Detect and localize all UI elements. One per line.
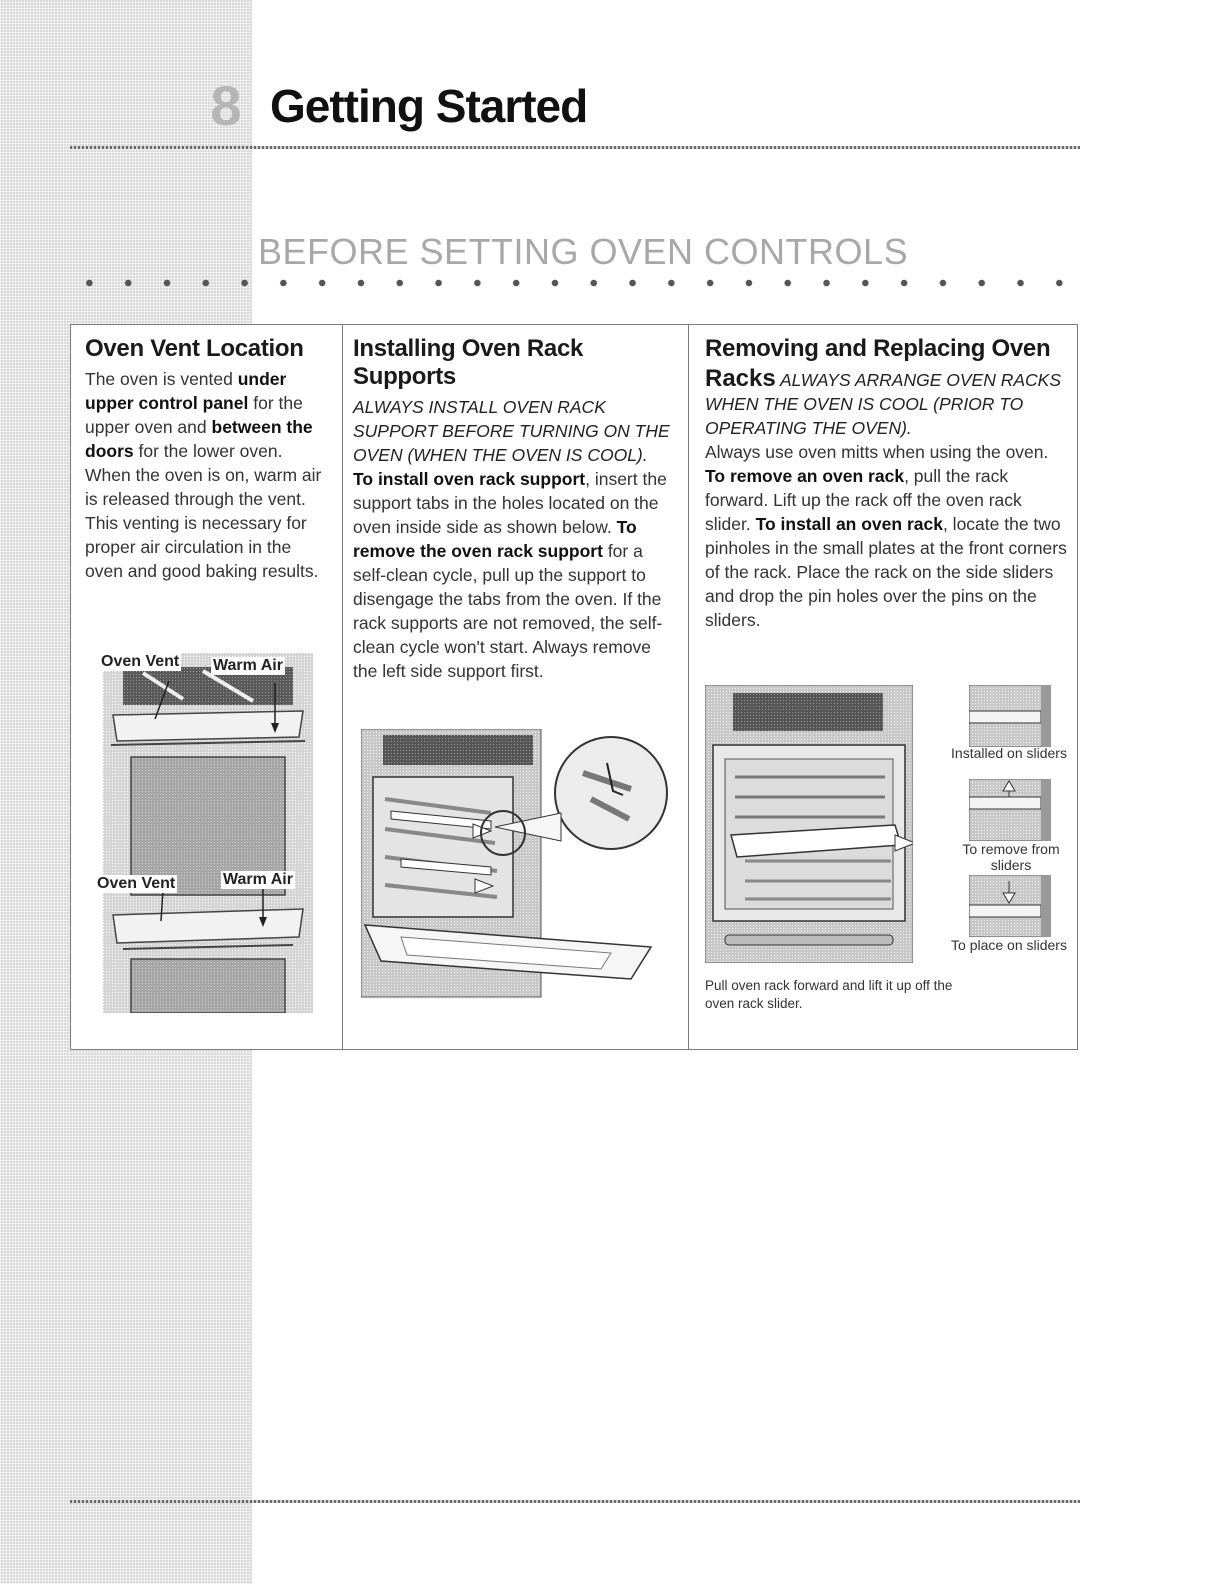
caption-pull-rack-forward: Pull oven rack forward and lift it up of… <box>705 978 953 1011</box>
oven-vent-location-text: The oven is vented under upper control p… <box>85 367 328 583</box>
label-warm-air-bottom: Warm Air <box>221 871 295 889</box>
rack-removal-illustration <box>704 684 917 964</box>
text-segment: for a self-clean cycle, pull up the supp… <box>353 541 663 681</box>
section-heading: BEFORE SETTING OVEN CONTROLS <box>258 231 909 272</box>
column-installing-rack-supports: Installing Oven Rack Supports ALWAYS INS… <box>343 325 689 1049</box>
racks-warning: Racks ALWAYS ARRANGE OVEN RACKS WHEN THE… <box>705 367 1069 440</box>
emphasis-segment: between the doors <box>85 417 313 461</box>
text-segment: for the lower oven. When the oven is on,… <box>85 441 322 581</box>
footer-rule <box>70 1500 1080 1503</box>
dotted-divider <box>70 278 1080 288</box>
oven-mitts-text: Always use oven mitts when using the ove… <box>705 442 1049 462</box>
racks-instructions-text: To remove an oven rack, pull the rack fo… <box>705 464 1069 632</box>
installed-on-sliders-illustration <box>968 684 1052 748</box>
text-segment: , locate the two pinholes in the small p… <box>705 514 1067 630</box>
installing-rack-supports-title: Installing Oven Rack Supports <box>353 335 584 390</box>
rack-support-illustration <box>360 728 668 998</box>
oven-vent-location-title: Oven Vent Location <box>85 335 304 362</box>
text-segment: , insert the support tabs in the holes l… <box>353 469 667 537</box>
emphasis-segment: To remove an oven rack <box>705 466 905 486</box>
page-number: 8 <box>210 74 242 137</box>
rack-support-text: To install oven rack support, insert the… <box>353 467 678 683</box>
installed-on-sliders-figure <box>968 684 1052 748</box>
oven-vent-illustration <box>103 653 313 1014</box>
place-on-sliders-illustration <box>968 874 1052 938</box>
emphasis-segment: To remove the oven rack support <box>353 517 637 561</box>
caption-remove-from-sliders: To remove from sliders <box>962 841 1060 873</box>
remove-from-sliders-figure <box>968 778 1052 842</box>
removing-racks-title-line2: Racks <box>705 365 776 392</box>
caption-installed-on-sliders: Installed on sliders <box>951 745 1067 761</box>
remove-from-sliders-illustration <box>968 778 1052 842</box>
rack-support-warning: ALWAYS INSTALL OVEN RACK SUPPORT BEFORE … <box>353 397 670 465</box>
text-segment: , pull the rack forward. Lift up the rac… <box>705 466 1022 534</box>
label-oven-vent-top: Oven Vent <box>99 653 182 671</box>
caption-place-on-sliders: To place on sliders <box>951 937 1067 953</box>
header-rule <box>70 146 1080 149</box>
removing-racks-title-line1: Removing and Replacing Oven <box>705 335 1051 362</box>
racks-warning-text: ALWAYS ARRANGE OVEN RACKS WHEN THE OVEN … <box>705 370 1061 438</box>
oven-vent-figure: Oven Vent Warm Air Oven Vent Warm Air <box>95 653 313 1014</box>
text-segment: for the upper oven and <box>85 393 303 437</box>
place-on-sliders-figure <box>968 874 1052 938</box>
label-oven-vent-bottom: Oven Vent <box>95 875 178 893</box>
label-warm-air-top: Warm Air <box>211 657 285 675</box>
emphasis-segment: To install oven rack support <box>353 469 586 489</box>
emphasis-segment: under upper control panel <box>85 369 287 413</box>
column-removing-replacing-racks: Removing and Replacing Oven Racks ALWAYS… <box>689 325 1077 1049</box>
rack-support-figure <box>360 728 671 1001</box>
text-segment: The oven is vented <box>85 369 238 389</box>
content-box: Oven Vent Location The oven is vented un… <box>70 324 1078 1050</box>
rack-removal-figure <box>704 684 917 964</box>
page-title: Getting Started <box>270 80 588 132</box>
column-oven-vent-location: Oven Vent Location The oven is vented un… <box>71 325 343 1049</box>
emphasis-segment: To install an oven rack <box>755 514 943 534</box>
